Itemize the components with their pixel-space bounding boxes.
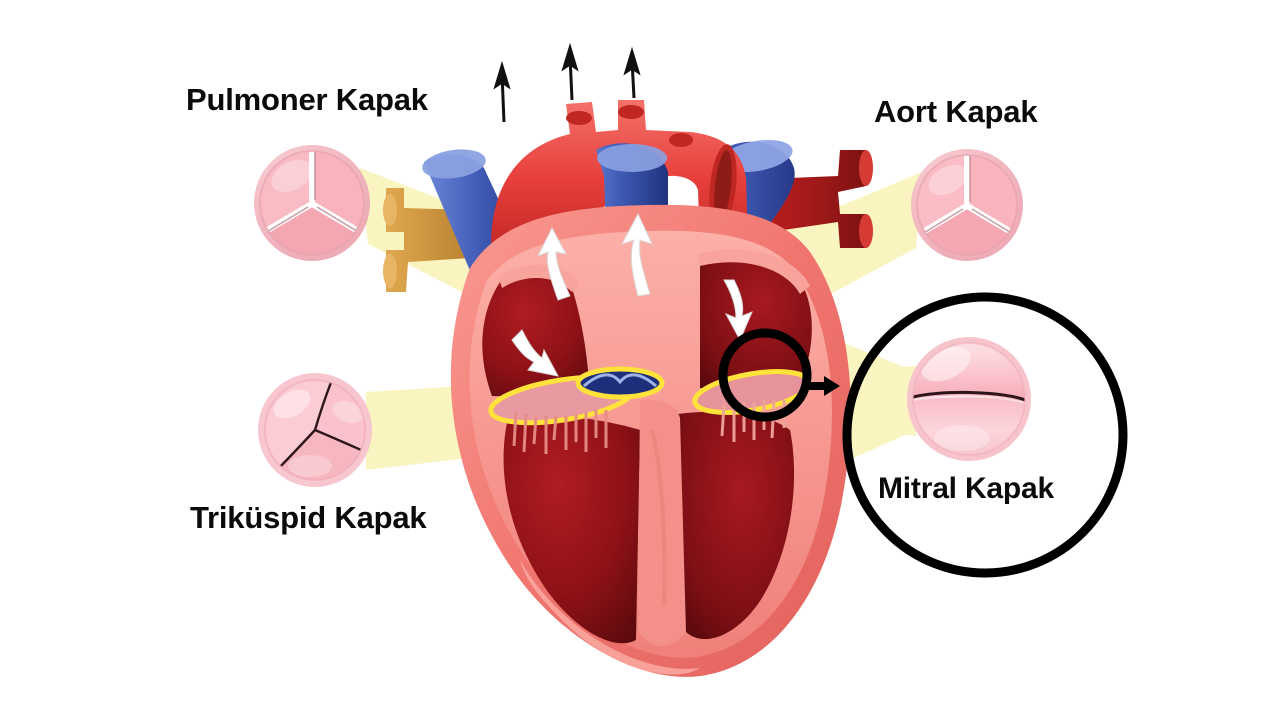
magnifier-ring-large <box>842 292 1128 578</box>
aortic-valve-inset <box>911 149 1023 261</box>
pulmonary-valve-annulus <box>575 366 665 400</box>
septum-texture <box>650 429 667 607</box>
aorta-branch-arrows <box>493 42 641 123</box>
label-aortic-valve: Aort Kapak <box>874 94 1038 129</box>
callout-arrow <box>808 376 840 396</box>
chordae-tendineae <box>512 410 608 454</box>
flow-arrows <box>511 212 753 377</box>
flow-arrow-right-atrium-inflow <box>511 329 559 377</box>
right-atrium-chamber <box>482 274 590 398</box>
flow-arrow-left-ventricle-outflow <box>536 226 571 301</box>
tricuspid-valve-inset <box>258 373 372 487</box>
label-pulmonary-valve: Pulmoner Kapak <box>186 82 428 117</box>
flow-arrow-left-atrium-inflow <box>723 279 753 342</box>
magnifier-ring-small <box>718 328 812 422</box>
pulmonary-valve-inset <box>254 145 370 261</box>
left-ventricle-cavity <box>678 411 795 640</box>
flow-arrow-pulmonary-trunk <box>620 212 653 297</box>
mitral-valve-inset <box>907 337 1031 461</box>
label-tricuspid-valve: Triküspid Kapak <box>190 500 427 535</box>
left-atrium-rim <box>698 249 810 294</box>
mitral-magnifier-callout <box>718 292 1128 578</box>
heart-anatomy <box>383 42 873 677</box>
right-ventricle-cavity <box>503 415 640 644</box>
apex-highlight <box>520 560 700 675</box>
label-mitral-valve: Mitral Kapak <box>878 472 1054 505</box>
